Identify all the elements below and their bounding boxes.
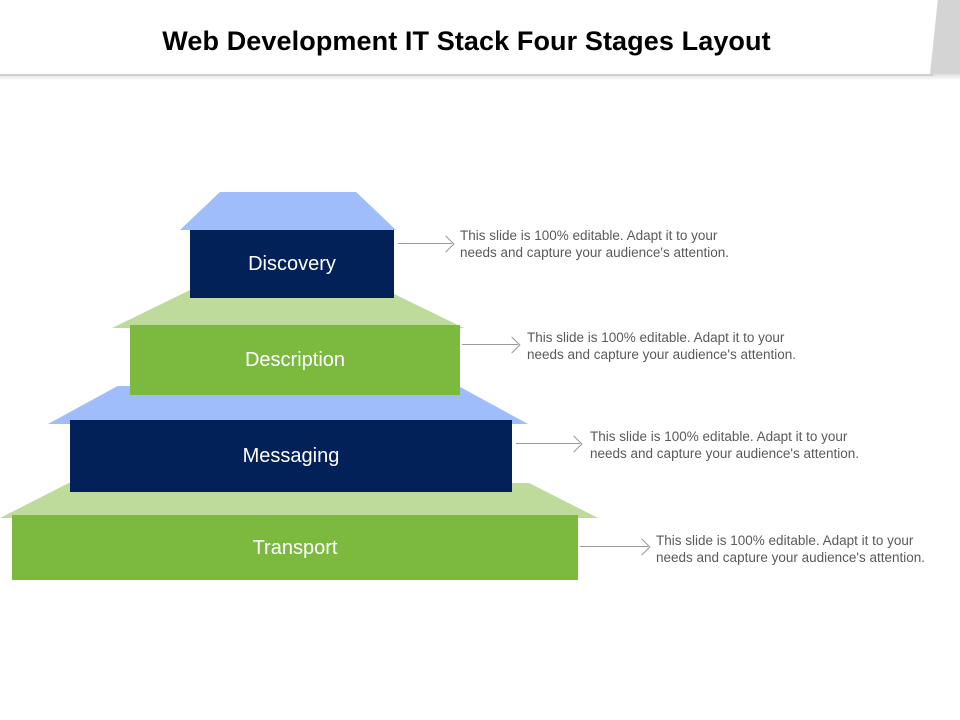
arrow-head-icon (503, 336, 521, 354)
arrow-line (580, 546, 648, 547)
header-rule-shadow (0, 74, 960, 80)
pyramid-tier-discovery[interactable]: Discovery (190, 230, 394, 298)
tier-top-face-discovery (180, 192, 396, 230)
header-rule-line (0, 74, 933, 76)
arrow-head-icon (633, 538, 651, 556)
page-title: Web Development IT Stack Four Stages Lay… (162, 26, 771, 56)
arrow-line (398, 243, 452, 244)
tier-description-transport: This slide is 100% editable. Adapt it to… (656, 533, 926, 565)
arrow-line (516, 443, 580, 444)
connector-arrow-transport (580, 538, 651, 556)
tier-label-description: Description (244, 349, 346, 371)
arrow-head-icon (565, 435, 583, 453)
header-plate (0, 0, 933, 74)
pyramid-tier-messaging[interactable]: Messaging (70, 420, 512, 492)
connector-arrow-discovery (398, 235, 455, 253)
tier-description-description: This slide is 100% editable. Adapt it to… (527, 330, 797, 362)
tier-label-discovery: Discovery (248, 253, 336, 275)
pyramid-tier-description[interactable]: Description (130, 325, 460, 395)
slide-header: Web Development IT Stack Four Stages Lay… (0, 0, 960, 80)
connector-arrow-messaging (516, 435, 583, 453)
tier-label-messaging: Messaging (242, 445, 340, 467)
tier-description-messaging: This slide is 100% editable. Adapt it to… (590, 429, 860, 461)
pyramid-tier-transport[interactable]: Transport (12, 515, 578, 580)
tier-description-discovery: This slide is 100% editable. Adapt it to… (460, 228, 730, 260)
arrow-head-icon (437, 235, 455, 253)
arrow-line (462, 344, 518, 345)
header-accent-shape (930, 0, 960, 74)
pyramid-diagram: Transport Messaging Description Discover… (0, 180, 600, 590)
connector-arrow-description (462, 336, 521, 354)
tier-label-transport: Transport (252, 536, 338, 559)
